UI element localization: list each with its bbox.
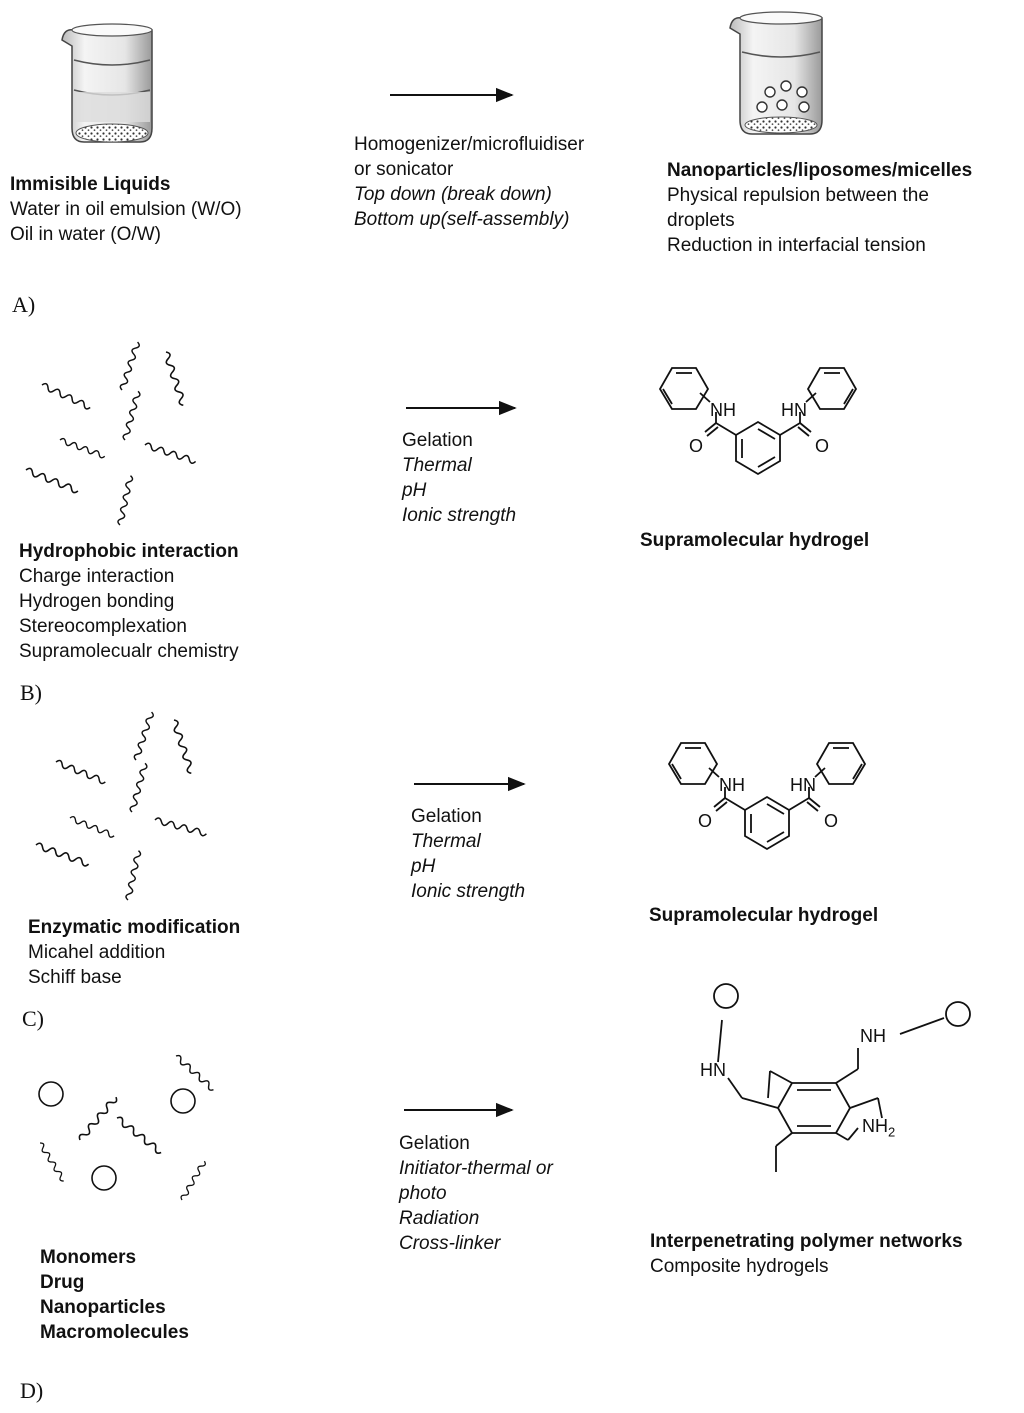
panel-b-left-line: Charge interaction [19, 566, 175, 587]
panel-c-process-italic: Thermal [411, 831, 481, 852]
panel-b-process-line: Gelation [402, 430, 473, 451]
panel-d-left-line: Macromolecules [40, 1322, 189, 1343]
panel-a-process-text: Homogenizer/microfluidiser or sonicator … [354, 132, 584, 232]
panel-c-left-line: Micahel addition [28, 942, 166, 963]
panel-a-process-line: Homogenizer/microfluidiser [354, 134, 585, 155]
isophthalamide-structure-c-icon [667, 742, 867, 851]
polymer-chains-b-icon [24, 340, 198, 527]
atom-label-nh2-subscript: 2 [888, 1124, 896, 1140]
atom-label-nh: NH [860, 1026, 886, 1046]
panel-a-left-title: Immisible Liquids [10, 174, 171, 195]
atom-label-hn: HN [790, 775, 816, 795]
panel-d-label: D) [20, 1378, 44, 1403]
isophthalamide-structure-b-icon [658, 367, 858, 476]
polymer-chains-c-icon [34, 710, 208, 902]
monomers-drug-mixture-icon [37, 1053, 216, 1202]
atom-label-o: O [815, 436, 830, 456]
panel-b-left-text: Hydrophobic interaction Charge interacti… [19, 539, 239, 664]
panel-a-label: A) [12, 292, 36, 317]
atom-label-nh2-main: NH [862, 1116, 888, 1136]
atom-label-nh: NH [710, 400, 736, 420]
panel-d-left-line: Monomers [40, 1247, 137, 1268]
atom-label-o: O [824, 811, 839, 831]
panel-c-left-line: Schiff base [28, 967, 122, 988]
panel-a-right-line: droplets [667, 210, 735, 231]
panel-b-process-italic: Ionic strength [402, 505, 517, 526]
panel-b-left-line: Hydrogen bonding [19, 591, 175, 612]
ipn-structure-icon [713, 983, 971, 1172]
panel-d-left-text: Monomers Drug Nanoparticles Macromolecul… [40, 1245, 189, 1345]
panel-c-process-italic: Ionic strength [411, 881, 526, 902]
panel-a-left-line: Water in oil emulsion (W/O) [10, 199, 242, 220]
panel-a-process-line: or sonicator [354, 159, 454, 180]
panel-d-left-line: Drug [40, 1272, 85, 1293]
panel-c-left-title: Enzymatic modification [28, 917, 241, 938]
atom-label-nh: NH [719, 775, 745, 795]
panel-a-right-title: Nanoparticles/liposomes/micelles [667, 160, 973, 181]
panel-d-right-line: Composite hydrogels [650, 1256, 829, 1277]
panel-b-left-line: Supramolecualr chemistry [19, 641, 239, 662]
panel-b-left-title: Hydrophobic interaction [19, 541, 239, 562]
panel-c-label: C) [22, 1006, 44, 1031]
panel-b-process-italic: Thermal [402, 455, 472, 476]
panel-a-process-italic: Bottom up(self-assembly) [354, 209, 570, 230]
beaker-left-icon [61, 23, 153, 143]
beaker-right-icon [729, 11, 823, 135]
panel-b-process-italic: pH [402, 480, 427, 501]
panel-d-process-line: Gelation [399, 1133, 470, 1154]
panel-d-left-line: Nanoparticles [40, 1297, 166, 1318]
panel-d-right-title: Interpenetrating polymer networks [650, 1231, 963, 1252]
panel-d-right-text: Interpenetrating polymer networks Compos… [650, 1229, 963, 1279]
atom-label-hn: HN [781, 400, 807, 420]
panel-d-process-italic: Radiation [399, 1208, 480, 1229]
panel-d-process-italic: Cross-linker [399, 1233, 501, 1254]
panel-d-process-italic: Initiator-thermal or [399, 1158, 553, 1179]
panel-c-process-italic: pH [411, 856, 436, 877]
atom-label-nh2: NH2 [862, 1114, 895, 1145]
panel-a-left-text: Immisible Liquids Water in oil emulsion … [10, 172, 242, 247]
panel-b-right-title: Supramolecular hydrogel [640, 530, 870, 551]
panel-c-left-text: Enzymatic modification Micahel addition … [28, 915, 240, 990]
panel-b-label: B) [20, 680, 42, 705]
panel-a-left-line: Oil in water (O/W) [10, 224, 161, 245]
panel-b-left-line: Stereocomplexation [19, 616, 187, 637]
panel-c-right-title: Supramolecular hydrogel [649, 905, 879, 926]
atom-label-o: O [698, 811, 713, 831]
panel-a-right-line: Physical repulsion between the [667, 185, 929, 206]
atom-label-o: O [689, 436, 704, 456]
panel-a-right-line: Reduction in interfacial tension [667, 235, 926, 256]
panel-c-process-text: Gelation Thermal pH Ionic strength [411, 804, 525, 904]
panel-a-process-italic: Top down (break down) [354, 184, 552, 205]
panel-b-process-text: Gelation Thermal pH Ionic strength [402, 428, 516, 528]
panel-c-process-line: Gelation [411, 806, 482, 827]
panel-a-right-text: Nanoparticles/liposomes/micelles Physica… [667, 158, 972, 258]
panel-d-process-italic: photo [399, 1183, 447, 1204]
atom-label-hn: HN [700, 1060, 726, 1080]
panel-d-process-text: Gelation Initiator-thermal or photo Radi… [399, 1131, 553, 1256]
